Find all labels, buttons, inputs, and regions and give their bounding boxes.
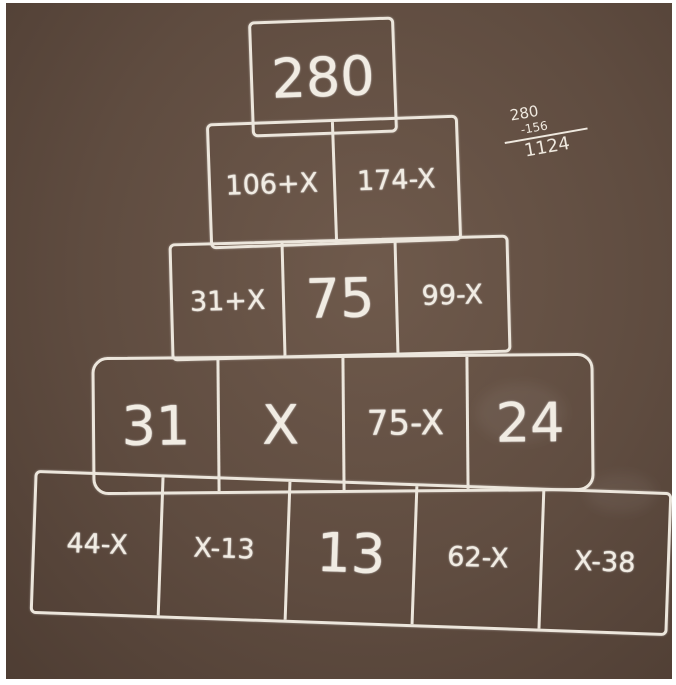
pyramid-cell: X bbox=[219, 358, 345, 491]
pyramid-row-5: 44-X X-13 13 62-X X-38 bbox=[30, 470, 672, 636]
pyramid-cell: X-38 bbox=[540, 491, 669, 633]
pyramid-cell: 44-X bbox=[33, 473, 165, 615]
pyramid-cell: 75-X bbox=[344, 357, 470, 490]
chalkboard: 280 106+X 174-X 31+X 75 99-X 31 X 75-X 2… bbox=[6, 3, 672, 679]
pyramid-cell: 99-X bbox=[396, 238, 508, 353]
pyramid-cell: 13 bbox=[287, 482, 419, 624]
pyramid-row-3: 31+X 75 99-X bbox=[169, 235, 512, 362]
pyramid-cell: 75 bbox=[284, 241, 399, 356]
pyramid-cell: 31+X bbox=[172, 243, 287, 358]
pyramid-cell: 174-X bbox=[333, 118, 459, 242]
pyramid-cell: 62-X bbox=[414, 486, 546, 628]
pyramid-cell: 106+X bbox=[209, 122, 338, 246]
pyramid-cell: 24 bbox=[469, 356, 592, 489]
pyramid-row-2: 106+X 174-X bbox=[206, 115, 462, 250]
side-calculation: 280 -156 1124 bbox=[495, 90, 617, 178]
pyramid-cell: X-13 bbox=[160, 477, 292, 619]
